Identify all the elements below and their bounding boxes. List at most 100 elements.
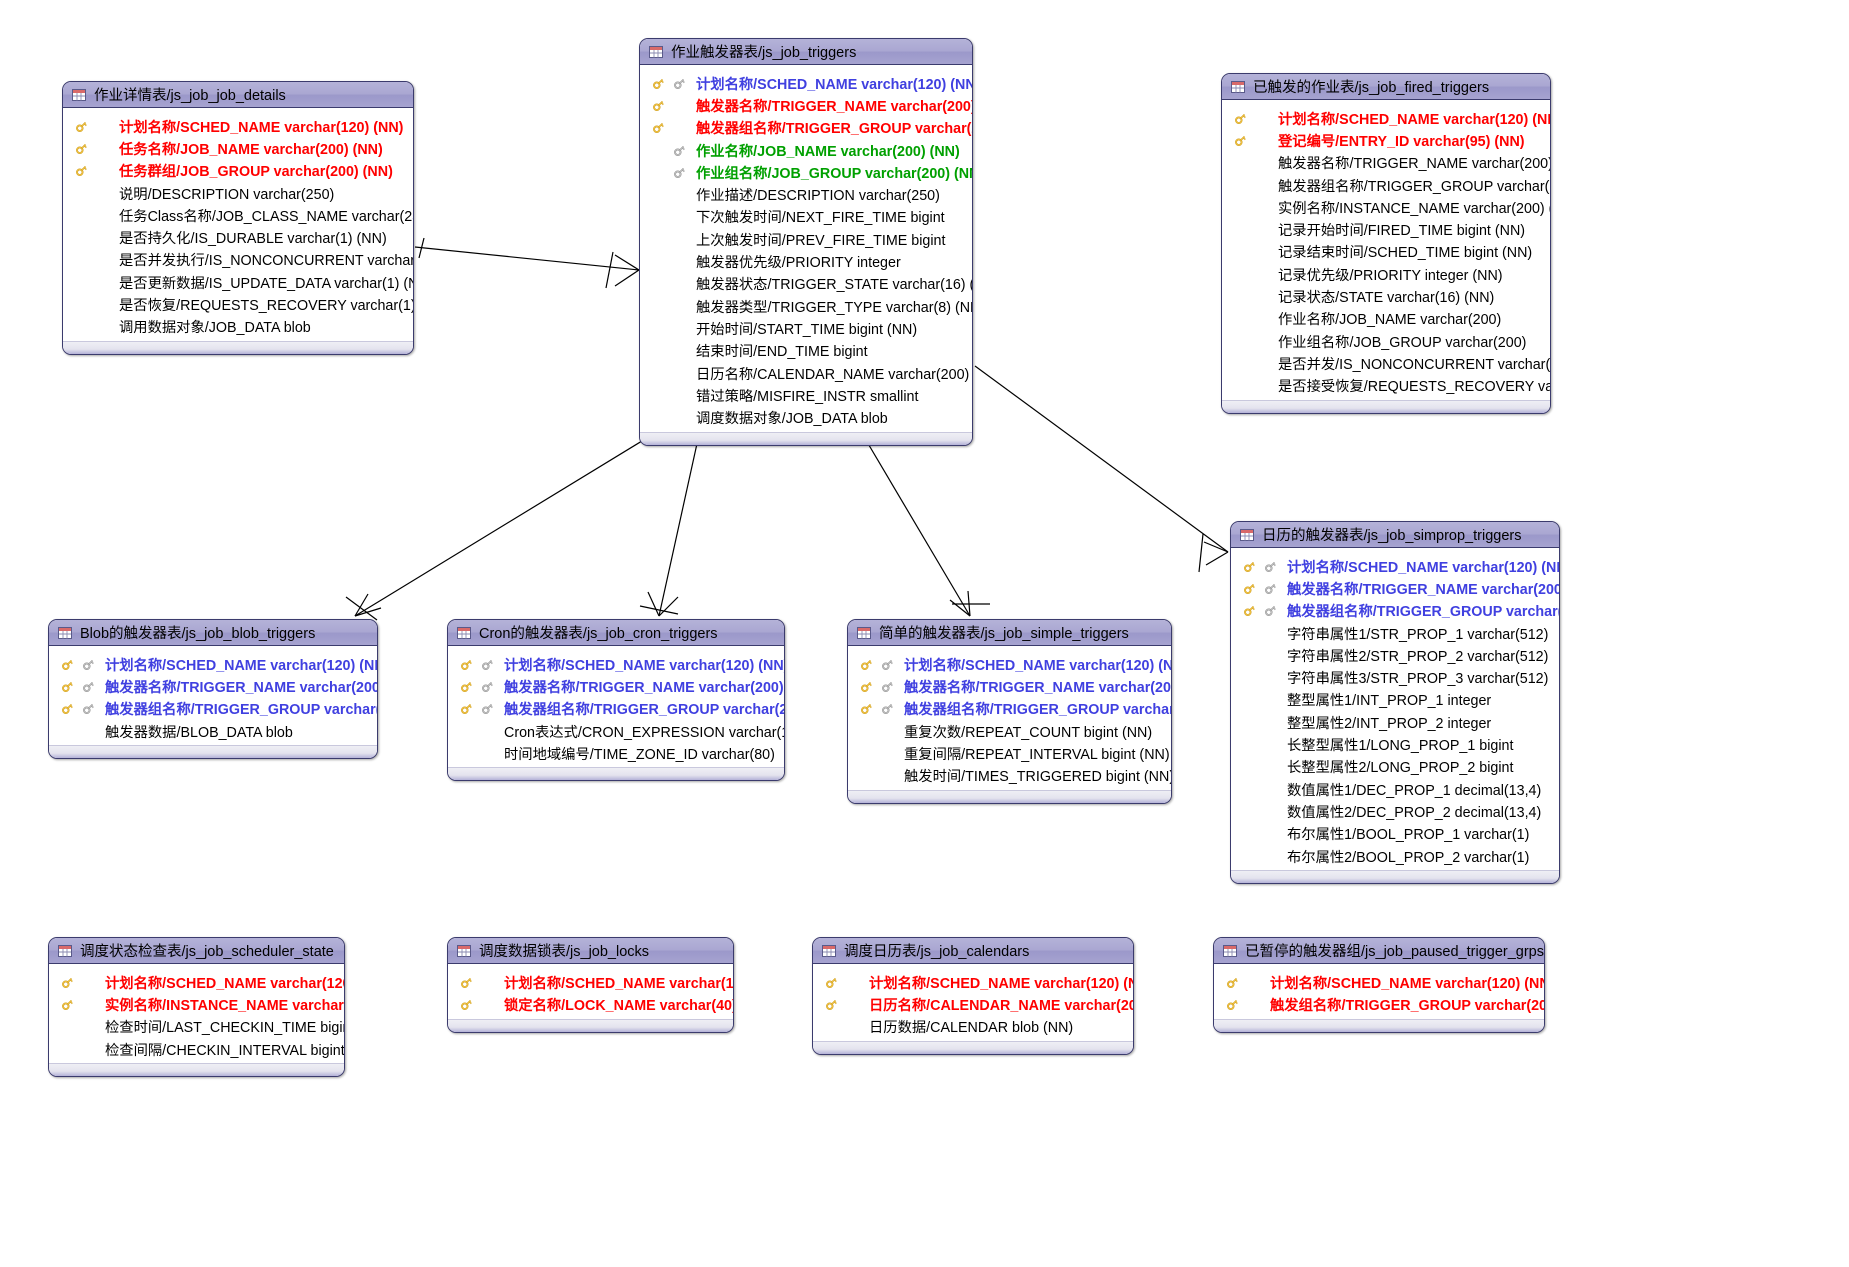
column-row[interactable]: 任务群组/JOB_GROUP varchar(200) (NN) xyxy=(63,160,413,182)
column-row[interactable]: 检查时间/LAST_CHECKIN_TIME bigint (NN) xyxy=(49,1016,344,1038)
column-row[interactable]: 计划名称/SCHED_NAME varchar(120) (NN) xyxy=(448,971,733,993)
column-row[interactable]: 计划名称/SCHED_NAME varchar(120) (NN) xyxy=(640,72,972,94)
entity-header-simprop_triggers[interactable]: 日历的触发器表/js_job_simprop_triggers xyxy=(1231,522,1559,548)
column-row[interactable]: 是否恢复/REQUESTS_RECOVERY varchar(1) (NN) xyxy=(63,293,413,315)
entity-scheduler_state[interactable]: 调度状态检查表/js_job_scheduler_state 计划名称/SCHED… xyxy=(48,937,345,1078)
column-row[interactable]: 重复间隔/REPEAT_INTERVAL bigint (NN) xyxy=(848,742,1171,764)
column-row[interactable]: 触发器组名称/TRIGGER_GROUP varchar(200) (NN) xyxy=(848,698,1171,720)
entity-job_details[interactable]: 作业详情表/js_job_job_details 计划名称/SCHED_NAME … xyxy=(62,81,414,355)
column-row[interactable]: 长整型属性1/LONG_PROP_1 bigint xyxy=(1231,733,1559,755)
column-row[interactable]: 计划名称/SCHED_NAME varchar(120) (NN) xyxy=(1214,971,1544,993)
column-row[interactable]: 计划名称/SCHED_NAME varchar(120) (NN) xyxy=(1222,107,1550,129)
entity-header-locks[interactable]: 调度数据锁表/js_job_locks xyxy=(448,938,733,964)
column-row[interactable]: Cron表达式/CRON_EXPRESSION varchar(120) (NN… xyxy=(448,720,784,742)
column-row[interactable]: 触发器名称/TRIGGER_NAME varchar(200) (NN) xyxy=(640,94,972,116)
column-row[interactable]: 任务Class名称/JOB_CLASS_NAME varchar(250) (N… xyxy=(63,204,413,226)
column-row[interactable]: 是否持久化/IS_DURABLE varchar(1) (NN) xyxy=(63,226,413,248)
column-row[interactable]: 是否并发/IS_NONCONCURRENT varchar(1) xyxy=(1222,352,1550,374)
column-row[interactable]: 上次触发时间/PREV_FIRE_TIME bigint xyxy=(640,228,972,250)
entity-header-simple_triggers[interactable]: 简单的触发器表/js_job_simple_triggers xyxy=(848,620,1171,646)
column-row[interactable]: 锁定名称/LOCK_NAME varchar(40) (NN) xyxy=(448,993,733,1015)
column-row[interactable]: 整型属性2/INT_PROP_2 integer xyxy=(1231,711,1559,733)
column-row[interactable]: 触发器组名称/TRIGGER_GROUP varchar(200) (NN) xyxy=(49,698,377,720)
column-row[interactable]: 任务名称/JOB_NAME varchar(200) (NN) xyxy=(63,137,413,159)
column-row[interactable]: 计划名称/SCHED_NAME varchar(120) (NN) xyxy=(63,115,413,137)
column-row[interactable]: 是否更新数据/IS_UPDATE_DATA varchar(1) (NN) xyxy=(63,271,413,293)
entity-paused_trigger_grps[interactable]: 已暂停的触发器组/js_job_paused_trigger_grps 计划名称/… xyxy=(1213,937,1545,1033)
entity-calendars[interactable]: 调度日历表/js_job_calendars 计划名称/SCHED_NAME va… xyxy=(812,937,1134,1055)
column-row[interactable]: 日历名称/CALENDAR_NAME varchar(200) (NN) xyxy=(813,993,1133,1015)
column-row[interactable]: 说明/DESCRIPTION varchar(250) xyxy=(63,182,413,204)
column-row[interactable]: 触发器组名称/TRIGGER_GROUP varchar(200) (NN) xyxy=(1231,600,1559,622)
column-row[interactable]: 作业名称/JOB_NAME varchar(200) (NN) xyxy=(640,139,972,161)
column-row[interactable]: 作业名称/JOB_NAME varchar(200) xyxy=(1222,308,1550,330)
column-row[interactable]: 触发组名称/TRIGGER_GROUP varchar(200) (NN) xyxy=(1214,993,1544,1015)
column-row[interactable]: 触发器状态/TRIGGER_STATE varchar(16) (NN) xyxy=(640,273,972,295)
entity-cron_triggers[interactable]: Cron的触发器表/js_job_cron_triggers 计划名称/SCHED… xyxy=(447,619,785,782)
column-row[interactable]: 开始时间/START_TIME bigint (NN) xyxy=(640,317,972,339)
entity-header-fired_triggers[interactable]: 已触发的作业表/js_job_fired_triggers xyxy=(1222,74,1550,100)
column-row[interactable]: 记录结束时间/SCHED_TIME bigint (NN) xyxy=(1222,241,1550,263)
column-row[interactable]: 布尔属性1/BOOL_PROP_1 varchar(1) xyxy=(1231,823,1559,845)
column-row[interactable]: 记录优先级/PRIORITY integer (NN) xyxy=(1222,263,1550,285)
column-row[interactable]: 调度数据对象/JOB_DATA blob xyxy=(640,406,972,428)
entity-header-cron_triggers[interactable]: Cron的触发器表/js_job_cron_triggers xyxy=(448,620,784,646)
column-row[interactable]: 作业描述/DESCRIPTION varchar(250) xyxy=(640,183,972,205)
entity-header-blob_triggers[interactable]: Blob的触发器表/js_job_blob_triggers xyxy=(49,620,377,646)
column-row[interactable]: 触发器类型/TRIGGER_TYPE varchar(8) (NN) xyxy=(640,295,972,317)
entity-locks[interactable]: 调度数据锁表/js_job_locks 计划名称/SCHED_NAME varch… xyxy=(447,937,734,1033)
column-row[interactable]: 触发器名称/TRIGGER_NAME varchar(200) (NN) xyxy=(1222,152,1550,174)
column-row[interactable]: 实例名称/INSTANCE_NAME varchar(200) (NN) xyxy=(1222,196,1550,218)
column-row[interactable]: 下次触发时间/NEXT_FIRE_TIME bigint xyxy=(640,206,972,228)
column-row[interactable]: 错过策略/MISFIRE_INSTR smallint xyxy=(640,384,972,406)
column-row[interactable]: 计划名称/SCHED_NAME varchar(120) (NN) xyxy=(813,971,1133,993)
entity-blob_triggers[interactable]: Blob的触发器表/js_job_blob_triggers 计划名称/SCHED… xyxy=(48,619,378,760)
entity-header-paused_trigger_grps[interactable]: 已暂停的触发器组/js_job_paused_trigger_grps xyxy=(1214,938,1544,964)
column-row[interactable]: 触发时间/TIMES_TRIGGERED bigint (NN) xyxy=(848,764,1171,786)
column-row[interactable]: 触发器组名称/TRIGGER_GROUP varchar(200) (NN) xyxy=(1222,174,1550,196)
column-row[interactable]: 结束时间/END_TIME bigint xyxy=(640,340,972,362)
column-row[interactable]: 记录状态/STATE varchar(16) (NN) xyxy=(1222,285,1550,307)
column-row[interactable]: 触发器名称/TRIGGER_NAME varchar(200) (NN) xyxy=(448,675,784,697)
column-row[interactable]: 是否接受恢复/REQUESTS_RECOVERY varchar(1) xyxy=(1222,375,1550,397)
column-row[interactable]: 触发器名称/TRIGGER_NAME varchar(200) (NN) xyxy=(49,675,377,697)
column-row[interactable]: 计划名称/SCHED_NAME varchar(120) (NN) xyxy=(848,653,1171,675)
column-row[interactable]: 触发器名称/TRIGGER_NAME varchar(200) (NN) xyxy=(1231,577,1559,599)
column-row[interactable]: 触发器组名称/TRIGGER_GROUP varchar(200) (NN) xyxy=(448,698,784,720)
column-row[interactable]: 触发器优先级/PRIORITY integer xyxy=(640,250,972,272)
column-row[interactable]: 日历数据/CALENDAR blob (NN) xyxy=(813,1016,1133,1038)
column-row[interactable]: 调用数据对象/JOB_DATA blob xyxy=(63,316,413,338)
column-row[interactable]: 整型属性1/INT_PROP_1 integer xyxy=(1231,689,1559,711)
column-row[interactable]: 计划名称/SCHED_NAME varchar(120) (NN) xyxy=(448,653,784,675)
column-row[interactable]: 计划名称/SCHED_NAME varchar(120) (NN) xyxy=(49,971,344,993)
column-row[interactable]: 触发器组名称/TRIGGER_GROUP varchar(200) (NN) xyxy=(640,117,972,139)
column-row[interactable]: 字符串属性3/STR_PROP_3 varchar(512) xyxy=(1231,666,1559,688)
column-row[interactable]: 计划名称/SCHED_NAME varchar(120) (NN) xyxy=(1231,555,1559,577)
entity-header-job_triggers[interactable]: 作业触发器表/js_job_triggers xyxy=(640,39,972,65)
entity-fired_triggers[interactable]: 已触发的作业表/js_job_fired_triggers 计划名称/SCHED_… xyxy=(1221,73,1551,414)
entity-header-calendars[interactable]: 调度日历表/js_job_calendars xyxy=(813,938,1133,964)
column-row[interactable]: 触发器名称/TRIGGER_NAME varchar(200) (NN) xyxy=(848,675,1171,697)
entity-simple_triggers[interactable]: 简单的触发器表/js_job_simple_triggers 计划名称/SCHED… xyxy=(847,619,1172,804)
column-row[interactable]: 数值属性1/DEC_PROP_1 decimal(13,4) xyxy=(1231,778,1559,800)
column-row[interactable]: 登记编号/ENTRY_ID varchar(95) (NN) xyxy=(1222,129,1550,151)
entity-simprop_triggers[interactable]: 日历的触发器表/js_job_simprop_triggers 计划名称/SCHE… xyxy=(1230,521,1560,885)
entity-header-scheduler_state[interactable]: 调度状态检查表/js_job_scheduler_state xyxy=(49,938,344,964)
column-row[interactable]: 实例名称/INSTANCE_NAME varchar(200) (NN) xyxy=(49,993,344,1015)
column-row[interactable]: 字符串属性2/STR_PROP_2 varchar(512) xyxy=(1231,644,1559,666)
column-row[interactable]: 触发器数据/BLOB_DATA blob xyxy=(49,720,377,742)
column-row[interactable]: 数值属性2/DEC_PROP_2 decimal(13,4) xyxy=(1231,800,1559,822)
column-row[interactable]: 长整型属性2/LONG_PROP_2 bigint xyxy=(1231,756,1559,778)
column-row[interactable]: 计划名称/SCHED_NAME varchar(120) (NN) xyxy=(49,653,377,675)
column-row[interactable]: 重复次数/REPEAT_COUNT bigint (NN) xyxy=(848,720,1171,742)
column-row[interactable]: 日历名称/CALENDAR_NAME varchar(200) xyxy=(640,362,972,384)
column-row[interactable]: 时间地域编号/TIME_ZONE_ID varchar(80) xyxy=(448,742,784,764)
entity-header-job_details[interactable]: 作业详情表/js_job_job_details xyxy=(63,82,413,108)
column-row[interactable]: 作业组名称/JOB_GROUP varchar(200) (NN) xyxy=(640,161,972,183)
column-row[interactable]: 是否并发执行/IS_NONCONCURRENT varchar(1) (NN) xyxy=(63,249,413,271)
column-row[interactable]: 布尔属性2/BOOL_PROP_2 varchar(1) xyxy=(1231,845,1559,867)
entity-job_triggers[interactable]: 作业触发器表/js_job_triggers 计划名称/SCHED_NAME va… xyxy=(639,38,973,446)
column-row[interactable]: 字符串属性1/STR_PROP_1 varchar(512) xyxy=(1231,622,1559,644)
column-row[interactable]: 作业组名称/JOB_GROUP varchar(200) xyxy=(1222,330,1550,352)
column-row[interactable]: 检查间隔/CHECKIN_INTERVAL bigint (NN) xyxy=(49,1038,344,1060)
